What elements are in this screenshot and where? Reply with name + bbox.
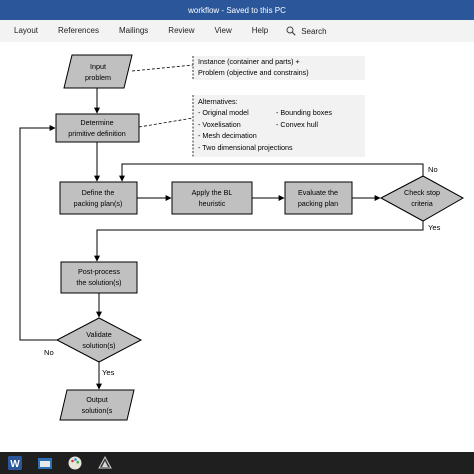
define-line-1: Define the [82,188,115,197]
document-canvas: Instance (container and parts) + Problem… [0,42,474,452]
output-line-2: solution(s [82,406,113,415]
note-instance-line-2: Problem (objective and constrains) [198,68,309,77]
word-icon[interactable]: W [4,452,26,474]
output-solution-shape[interactable]: Output solution(s [59,389,135,421]
note-alt-left-1: - Original model [198,108,249,117]
tab-help[interactable]: Help [251,26,269,35]
app-icon[interactable] [94,452,116,474]
label-yes-validate: Yes [102,368,115,377]
search-label: Search [301,26,327,36]
label-no-validate: No [44,348,54,357]
window-title: workflow - Saved to this PC [188,5,286,15]
evaluate-line-2: packing plan [298,199,338,208]
postprocess-line-2: the solution(s) [76,278,121,287]
determine-primitive-shape[interactable]: Determine primitive definition [55,113,140,143]
check-line-2: criteria [411,199,433,208]
check-stop-diamond[interactable]: Check stop criteria [379,175,465,222]
tab-layout[interactable]: Layout [14,26,39,35]
validate-line-2: solution(s) [82,341,115,350]
connector-determine-note [138,117,194,128]
check-line-1: Check stop [404,188,440,197]
connector-input-note [131,64,194,72]
note-instance: Instance (container and parts) + Problem… [192,56,365,80]
output-line-1: Output [86,395,108,404]
apply-line-1: Apply the BL [192,188,233,197]
validate-diamond[interactable]: Validate solution(s) [55,317,143,363]
input-problem-line-2: problem [85,73,111,82]
flow-arrows [19,88,424,390]
determine-line-1: Determine [80,118,113,127]
apply-heuristic-shape[interactable]: Apply the BL heuristic [171,181,253,215]
label-no-check: No [428,165,438,174]
tab-mailings[interactable]: Mailings [118,26,149,35]
taskbar: W [0,452,474,474]
tab-view[interactable]: View [214,26,232,35]
define-packing-shape[interactable]: Define the packing plan(s) [59,181,138,215]
label-yes-check: Yes [428,223,441,232]
post-process-shape[interactable]: Post-process the solution(s) [60,261,138,294]
search-box[interactable]: Search [286,20,327,42]
search-icon [286,26,296,36]
evaluate-line-1: Evaluate the [298,188,338,197]
note-alt-left-4: - Two dimensional projections [198,143,293,152]
evaluate-plan-shape[interactable]: Evaluate the packing plan [284,181,353,215]
postprocess-line-1: Post-process [78,267,120,276]
note-instance-line-1: Instance (container and parts) + [198,57,300,66]
ribbon-tabs: Layout References Mailings Review View H… [0,20,474,43]
input-problem-line-1: Input [90,62,106,71]
flowchart: Instance (container and parts) + Problem… [19,54,465,421]
file-explorer-icon[interactable] [34,452,56,474]
note-alt-left-2: - Voxelisation [198,120,241,129]
paint-icon[interactable] [64,452,86,474]
note-alternatives-title: Alternatives: [198,97,238,106]
svg-text:W: W [10,459,20,470]
note-alt-left-3: - Mesh decimation [198,131,257,140]
determine-line-2: primitive definition [68,129,126,138]
note-alt-right-2: - Convex hull [276,120,318,129]
apply-line-2: heuristic [199,199,226,208]
title-bar: workflow - Saved to this PC [0,0,474,20]
input-problem-shape[interactable]: Input problem [63,54,133,89]
validate-line-1: Validate [86,330,111,339]
tab-references[interactable]: References [58,26,99,35]
note-alt-right-1: - Bounding boxes [276,108,332,117]
note-alternatives: Alternatives: - Original model - Voxelis… [192,95,365,157]
define-line-2: packing plan(s) [74,199,123,208]
tab-review[interactable]: Review [168,26,195,35]
